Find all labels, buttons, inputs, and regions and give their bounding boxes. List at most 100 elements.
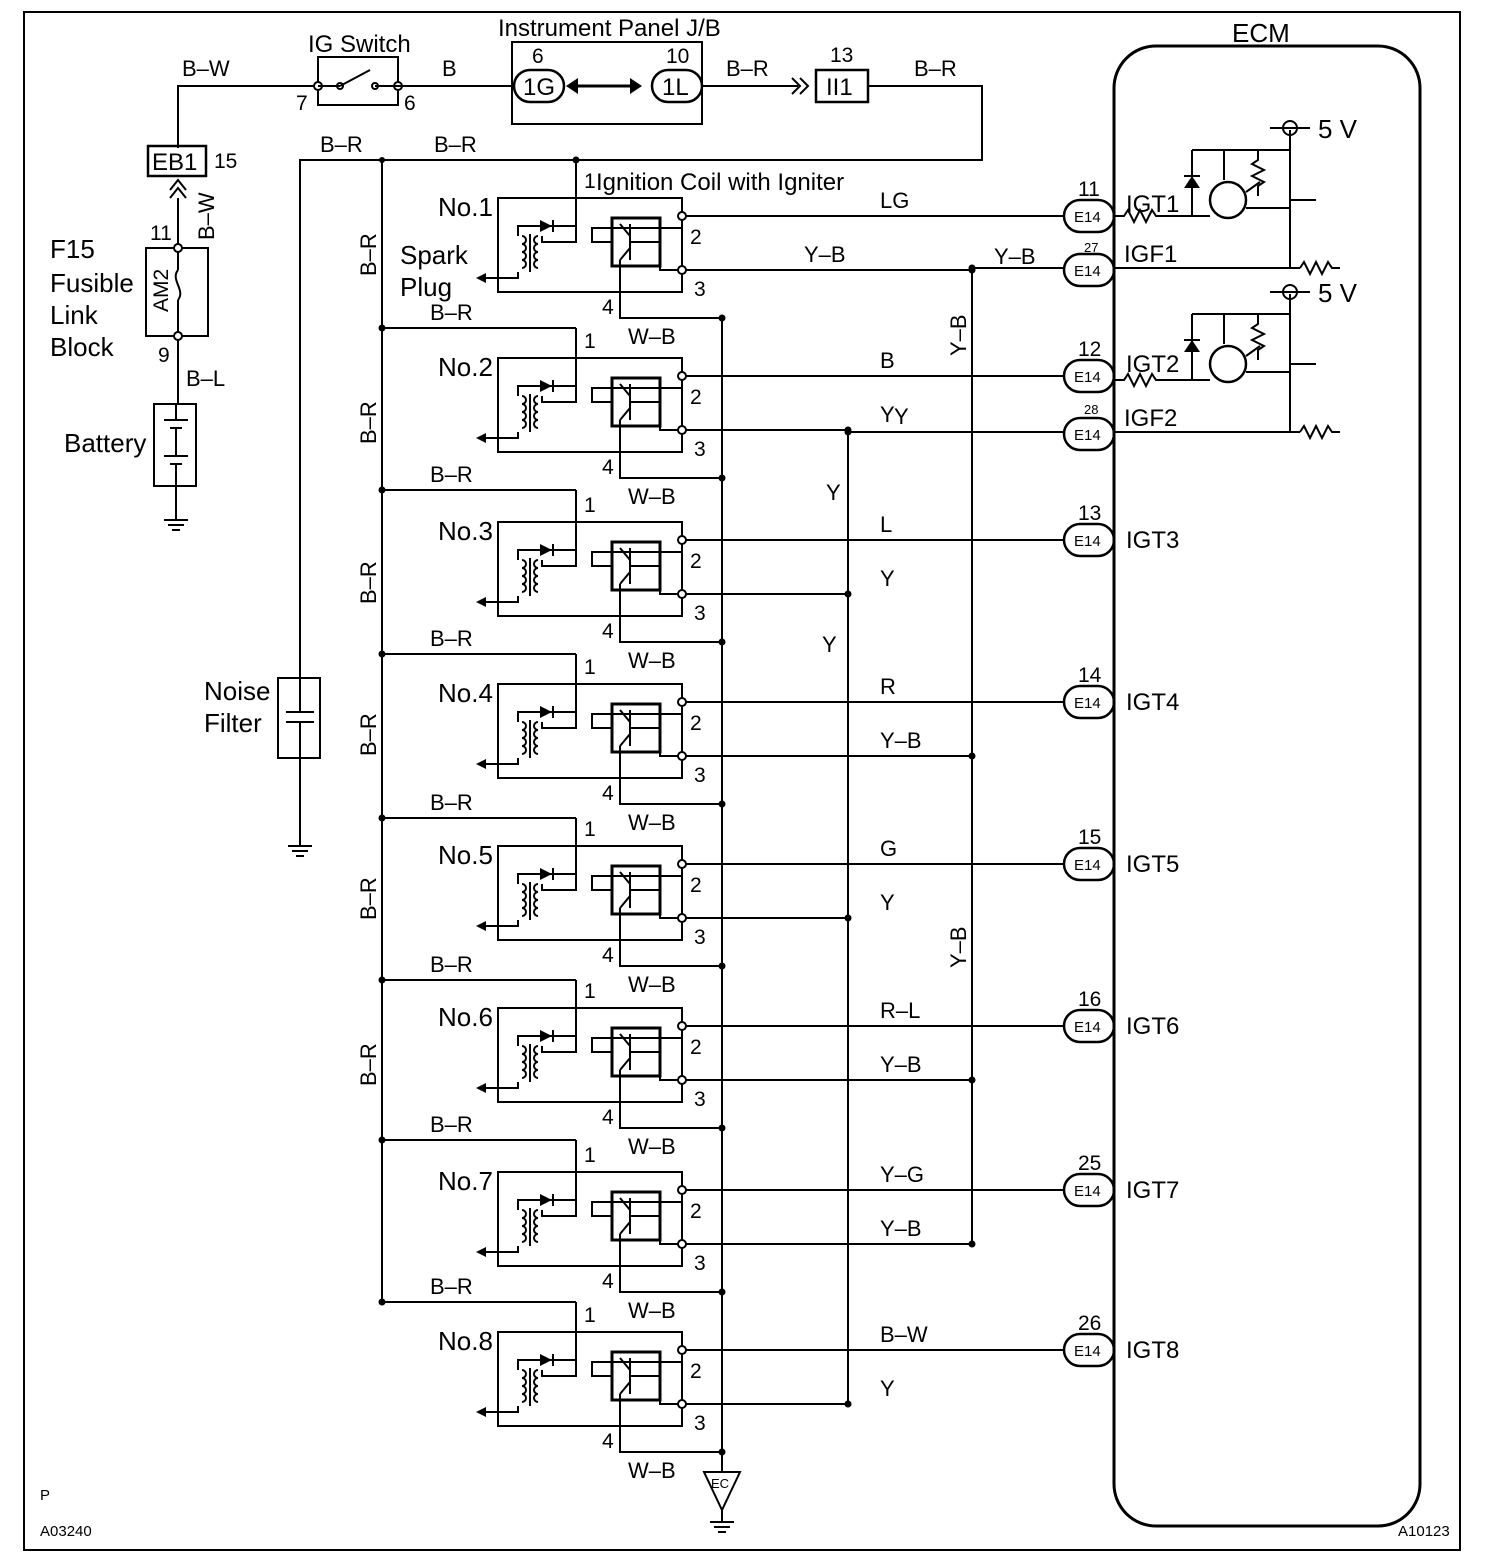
coil-pin-1: 1 [584,1144,596,1167]
wire-label-br-bus-2: B–R [356,401,381,444]
igf-wire-label: Y–B [880,1052,922,1077]
coil-wire-wb: W–B [628,1458,676,1483]
igt-wire-label: B–W [880,1322,928,1347]
coil-wire-wb: W–B [628,484,676,509]
jb-pin-1l: 10 [666,45,689,68]
ecm-5v-1: 5 V [1318,114,1358,144]
igt-wire-label: G [880,836,897,861]
coil-pin-2: 2 [690,386,702,409]
coil-pin-2: 2 [690,874,702,897]
wire-label-br-bus-6: B–R [356,1043,381,1086]
coil-pin-1: 1 [584,330,596,353]
ecm-5v-2: 5 V [1318,278,1358,308]
ecm: ECM 5 V [1112,18,1422,1528]
coil-pin-2: 2 [690,712,702,735]
igf-wire-label: Y–B [880,1216,922,1241]
eb1-pin: 15 [214,150,237,173]
coil-feed-br: B–R [430,790,473,815]
coil-pin-3: 3 [694,764,706,787]
coil-name: No.1 [438,192,493,222]
igf2-pin: 28 [1084,402,1098,417]
coil-pin-3: 3 [694,1252,706,1275]
coil-feed-br: B–R [430,626,473,651]
igt-pin: 25 [1078,1152,1101,1175]
battery-supply: EB1 15 B–W AM2 11 9 F15 Fusible Link Blo… [50,144,237,531]
coil-name: No.7 [438,1166,493,1196]
igf2-label: IGF2 [1124,405,1177,432]
ground-ec: EC [711,1476,729,1491]
wire-label-br-bus-5: B–R [356,877,381,920]
coil-name: No.3 [438,516,493,546]
noise-filter-line1: Noise [204,676,270,706]
svg-text:II1: II1 [826,74,853,101]
igf1-wire-label: Y–B [994,244,1036,269]
spark-plug-line2: Plug [400,272,452,302]
wire-label-bl: B–L [186,366,225,391]
igt-connector: E14 [1074,1019,1101,1036]
igt-connector: E14 [1074,209,1101,226]
igt-pin: 13 [1078,502,1101,525]
wire-label-yb-bus-2: Y–B [946,926,971,968]
igt-label: IGT3 [1126,527,1179,554]
wire-label-b-top: B [442,56,457,81]
wire-label-br-bus-4: B–R [356,713,381,756]
instrument-panel-label: Instrument Panel J/B [498,15,721,42]
fusible-line2: Link [50,300,99,330]
svg-text:EB1: EB1 [152,149,197,176]
fuse-am2: AM2 [150,269,173,312]
wire-label-br-filter: B–R [320,132,363,157]
wire-label-y-bus-2: Y [822,632,837,657]
igt-pin: 16 [1078,988,1101,1011]
coil-wire-wb: W–B [628,972,676,997]
coil-pin-3: 3 [694,926,706,949]
igf-wire-label: Y [880,402,895,427]
coil-pin-2: 2 [690,226,702,249]
coil-pin-1: 1 [584,1304,596,1327]
igt-pin: 26 [1078,1312,1101,1335]
battery-label: Battery [64,428,146,458]
ecm-internal-circuit-1: 5 V [1114,114,1358,277]
wire-label-br-bus-3: B–R [356,561,381,604]
coil-feed-br: B–R [430,300,473,325]
coil-pin-3: 3 [694,1412,706,1435]
igt-pin: 14 [1078,664,1102,687]
igf1-label: IGF1 [1124,241,1177,268]
igt-connector: E14 [1074,533,1101,550]
ig-switch [313,56,403,106]
igt-label: IGT1 [1126,191,1179,218]
igt-wire-label: R [880,674,896,699]
fusible-line1: Fusible [50,268,134,298]
igt-connector: E14 [1074,695,1101,712]
ecm-label: ECM [1232,18,1290,48]
coil-pin-3: 3 [694,438,706,461]
corner-left-code: A03240 [40,1523,92,1540]
igt-wire-label: L [880,512,892,537]
igt-label: IGT8 [1126,1337,1179,1364]
igt-pin: 11 [1078,178,1100,201]
igt-connector: E14 [1074,1343,1101,1360]
igf-wire-label: Y [880,1376,895,1401]
igf-wire-label: Y–B [880,728,922,753]
corner-p: P [40,1487,50,1504]
jb-pin-1g: 6 [532,45,544,68]
wire-label-y-bus-1: Y [826,480,841,505]
coil-pin-1: 1 [584,818,596,841]
igt-label: IGT7 [1126,1177,1179,1204]
igt-pin: 15 [1078,826,1101,849]
igf-buses: Y–B Y–B Y Y [822,264,976,1406]
igt-connector: E14 [1074,369,1101,386]
coil-pin-4: 4 [602,782,614,805]
ii1-pin: 13 [830,44,853,67]
coil-wire-wb: W–B [628,648,676,673]
igt-pin: 12 [1078,338,1101,361]
igf-lines: Y–B E14 27 IGF1 Y E14 28 IGF2 [848,240,1177,452]
coil-wire-wb: W–B [628,1298,676,1323]
